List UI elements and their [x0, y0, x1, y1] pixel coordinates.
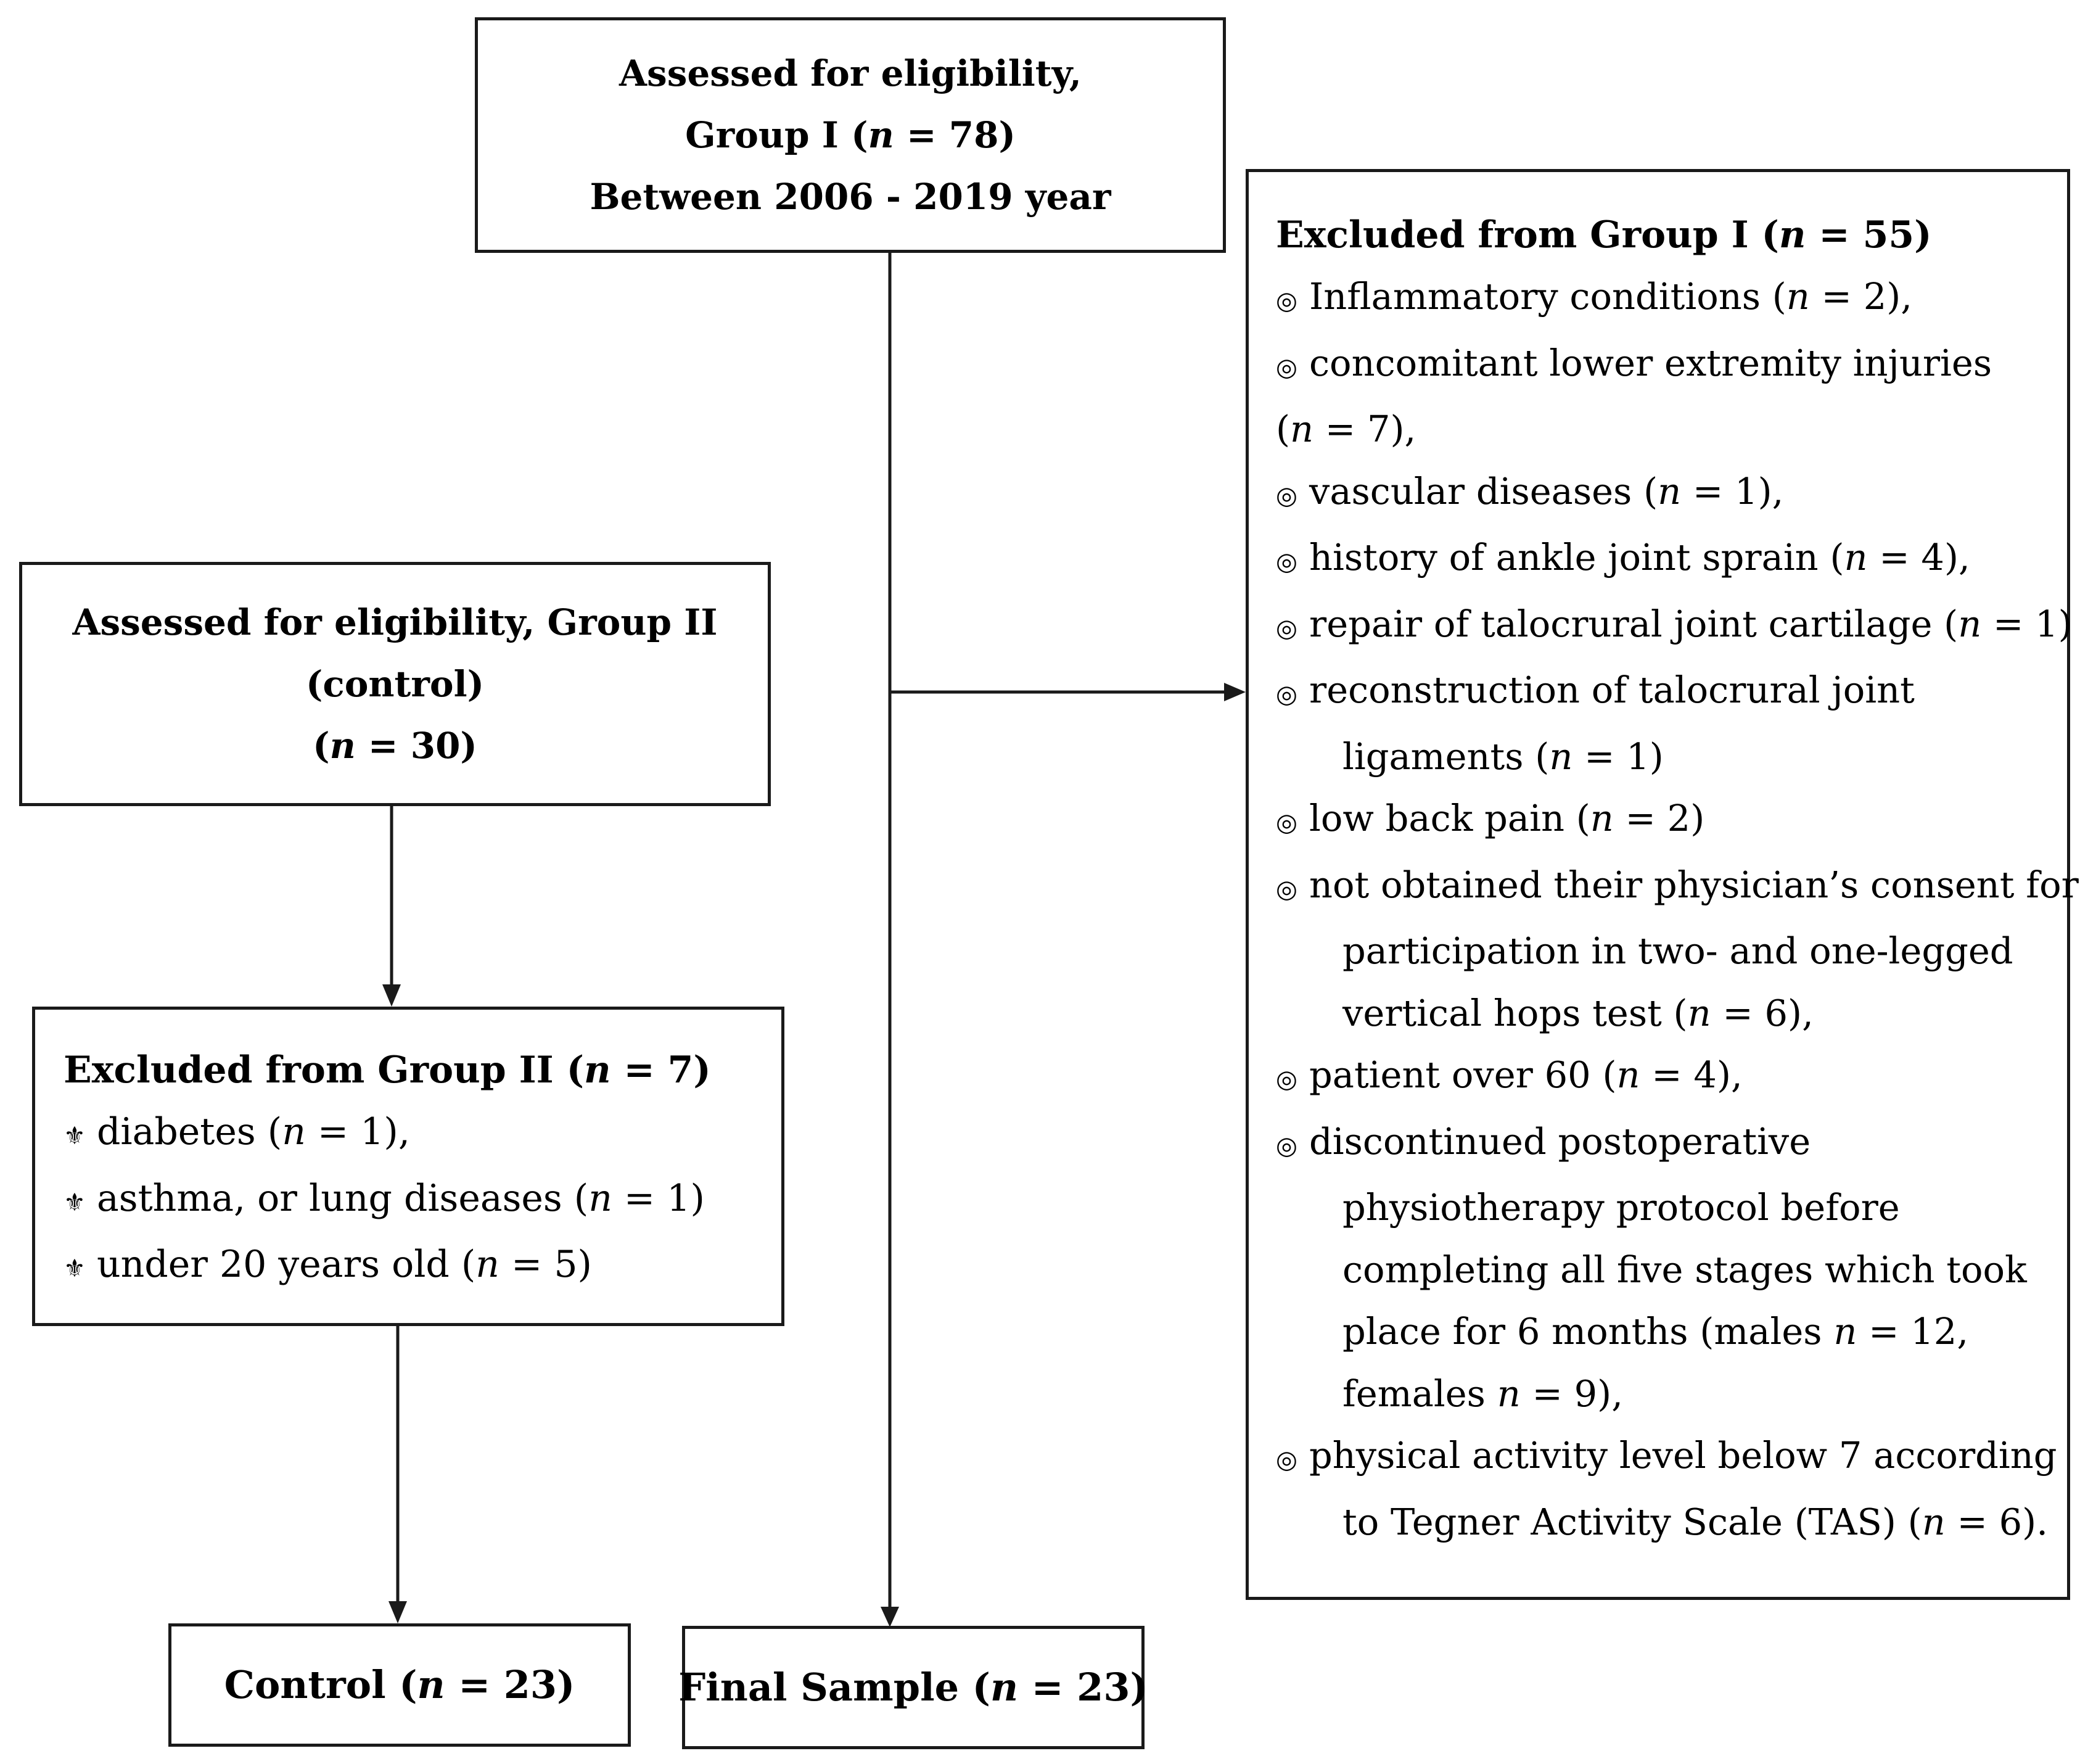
- list-item: ◎ reconstruction of talocrural joint: [1276, 659, 2067, 726]
- control-label: Control (n = 23): [224, 1662, 575, 1707]
- control-box: Control (n = 23): [168, 1623, 631, 1747]
- excluded-g1-line-12: vertical hops test (n = 6),: [1342, 991, 1814, 1034]
- list-item: ◎ not obtained their physician’s consent…: [1276, 854, 2079, 921]
- fleur-de-lis-icon: ⚜: [64, 1122, 86, 1150]
- excluded-g1-line-8: ligaments (n = 1): [1342, 735, 1664, 778]
- spiral-bullet-icon: ◎: [1276, 287, 1297, 315]
- spiral-bullet-icon: ◎: [1276, 614, 1297, 643]
- excluded-g1-line-9: low back pain (n = 2): [1309, 797, 1705, 839]
- spiral-bullet-icon: ◎: [1276, 1131, 1297, 1160]
- excluded-g1-line-15: physiotherapy protocol before: [1342, 1186, 1900, 1229]
- list-item: ◎ history of ankle joint sprain (n = 4),: [1276, 527, 2067, 593]
- list-item: ◎ repair of talocrural joint cartilage (…: [1276, 593, 2073, 660]
- excluded-g1-line-20: to Tegner Activity Scale (TAS) (n = 6).: [1342, 1500, 2048, 1543]
- fleur-de-lis-icon: ⚜: [64, 1255, 86, 1283]
- excluded-g1-line-16: completing all five stages which took: [1342, 1248, 2027, 1291]
- excluded-g1-line-17: place for 6 months (males n = 12,: [1342, 1310, 1969, 1353]
- assessed-group1-line1: Assessed for eligibility,: [619, 52, 1082, 94]
- list-item: ◎ concomitant lower extremity injuries: [1276, 332, 2067, 399]
- excluded-g1-line-1: Inflammatory conditions (n = 2),: [1309, 275, 1913, 318]
- excluded-g2-item-2: asthma, or lung diseases (n = 1): [97, 1176, 705, 1220]
- list-item: ⚜ under 20 years old (n = 5): [64, 1234, 781, 1300]
- final-sample-label: Final Sample (n = 23): [678, 1665, 1148, 1710]
- excluded-g1-line-2: concomitant lower extremity injuries: [1309, 341, 1992, 384]
- list-item: ◎ Inflammatory conditions (n = 2),: [1276, 266, 2067, 332]
- list-item: ⚜ asthma, or lung diseases (n = 1): [64, 1168, 781, 1234]
- list-item: ◎ patient over 60 (n = 4),: [1276, 1044, 2067, 1111]
- assessed-group1-line2: Group I (n = 78): [685, 114, 1016, 156]
- arrowhead-control: [388, 1601, 407, 1623]
- spiral-bullet-icon: ◎: [1276, 481, 1297, 510]
- excluded-g2-item-3: under 20 years old (n = 5): [97, 1243, 592, 1286]
- excluded-g1-line-6: repair of talocrural joint cartilage (n …: [1309, 602, 2073, 645]
- assessed-group2-line2: (control): [305, 663, 485, 705]
- excluded-group1-box: Excluded from Group I (n = 55) ◎ Inflamm…: [1246, 169, 2079, 1600]
- assessed-group2-box: Assessed for eligibility, Group II (cont…: [19, 562, 771, 806]
- spiral-bullet-icon: ◎: [1276, 548, 1297, 576]
- excluded-group2-title: Excluded from Group II (n = 7): [64, 1049, 711, 1092]
- arrowhead-final: [881, 1607, 899, 1627]
- excluded-g1-line-7: reconstruction of talocrural joint: [1309, 669, 1915, 711]
- group1-label: Group I (: [685, 114, 868, 156]
- spiral-bullet-icon: ◎: [1276, 353, 1297, 382]
- list-item: ◎ low back pain (n = 2): [1276, 788, 2067, 854]
- excluded-g1-line-5: history of ankle joint sprain (n = 4),: [1309, 536, 1970, 579]
- excluded-g1-line-3: (n = 7),: [1276, 408, 1416, 450]
- final-sample-box: Final Sample (n = 23): [678, 1626, 1148, 1749]
- excluded-group1-title: Excluded from Group I (n = 55): [1276, 213, 1932, 257]
- spiral-bullet-icon: ◎: [1276, 1446, 1297, 1474]
- spiral-bullet-icon: ◎: [1276, 680, 1297, 709]
- excluded-g1-line-19: physical activity level below 7 accordin…: [1309, 1434, 2057, 1477]
- excluded-g1-line-11: participation in two- and one-legged: [1342, 929, 2013, 972]
- spiral-bullet-icon: ◎: [1276, 809, 1297, 837]
- excluded-g2-item-1: diabetes (n = 1),: [97, 1110, 410, 1153]
- excluded-g1-line-4: vascular diseases (n = 1),: [1309, 469, 1784, 513]
- assessed-group1-box: Assessed for eligibility, Group I (n = 7…: [475, 17, 1226, 253]
- list-item: ◎ discontinued postoperative: [1276, 1111, 2067, 1177]
- fleur-de-lis-icon: ⚜: [64, 1188, 86, 1217]
- excluded-g1-line-18: females n = 9),: [1342, 1372, 1623, 1415]
- assessed-group1-line3: Between 2006 - 2019 year: [590, 176, 1111, 218]
- list-item: ⚜ diabetes (n = 1),: [64, 1101, 781, 1168]
- excluded-g1-line-13: patient over 60 (n = 4),: [1309, 1053, 1743, 1096]
- arrowhead-excluded-g2: [382, 984, 401, 1007]
- list-item: ◎ physical activity level below 7 accord…: [1276, 1425, 2067, 1491]
- excluded-g1-line-14: discontinued postoperative: [1309, 1119, 1811, 1163]
- spiral-bullet-icon: ◎: [1276, 875, 1297, 904]
- list-item: ◎ vascular diseases (n = 1),: [1276, 461, 2067, 527]
- excluded-group2-box: Excluded from Group II (n = 7) ⚜ diabete…: [32, 1007, 784, 1326]
- assessed-group2-line1: Assessed for eligibility, Group II: [72, 601, 718, 643]
- excluded-g1-line-10: not obtained their physician’s consent f…: [1309, 863, 2079, 906]
- assessed-group2-line3: (n = 30): [313, 725, 477, 767]
- arrowhead-excluded-g1: [1224, 683, 1246, 701]
- spiral-bullet-icon: ◎: [1276, 1065, 1297, 1094]
